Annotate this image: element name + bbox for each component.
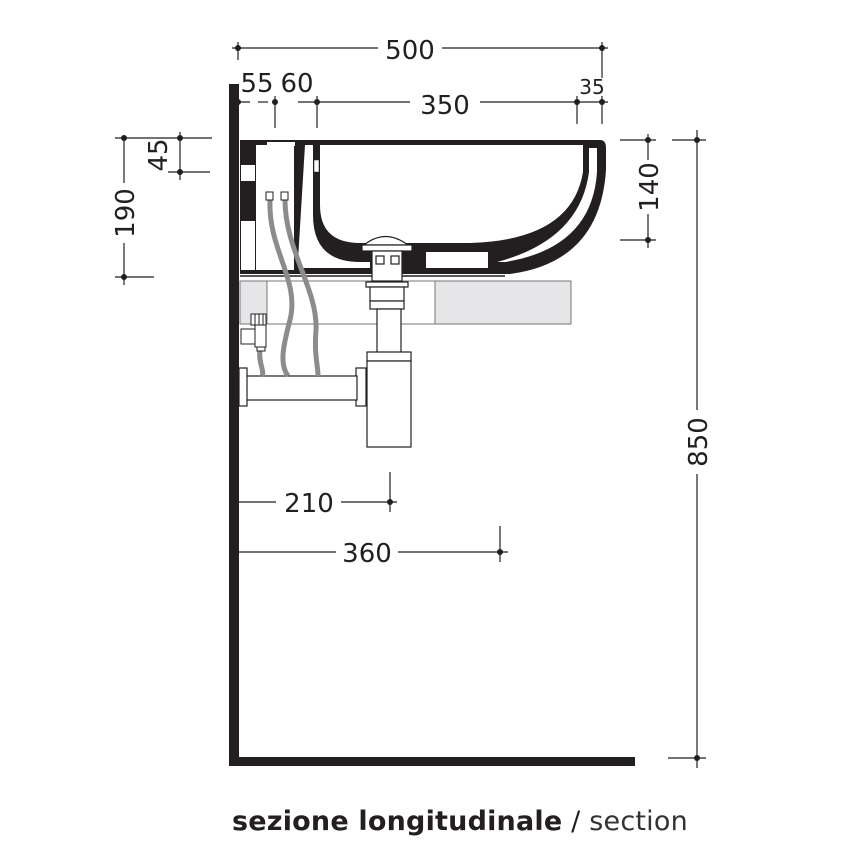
caption-english: section (589, 806, 688, 837)
drawing-caption: sezione longitudinale / section (232, 806, 688, 837)
drain-waste (238, 235, 413, 448)
hose-connectors (265, 191, 289, 201)
dim-rim-right: 35 (579, 75, 604, 99)
dim-basin-height: 190 (111, 188, 141, 238)
dim-total-width: 500 (385, 36, 435, 66)
caption-italian: sezione longitudinale (232, 806, 563, 837)
wall-and-floor (229, 84, 635, 766)
dim-bowl-depth: 140 (635, 162, 665, 212)
dim-bowl-width: 350 (420, 91, 470, 121)
basin (240, 140, 606, 277)
dim-rim-thickness: 45 (144, 138, 174, 171)
dim-drain-offset: 210 (284, 489, 334, 519)
dim-trap-offset: 360 (342, 539, 392, 569)
angle-valve (240, 313, 267, 352)
dim-tap-offset: 60 (280, 69, 313, 99)
dimension-ticks (121, 45, 700, 761)
dim-mount-height: 850 (684, 417, 714, 467)
dim-wall-gap: 55 (240, 69, 273, 99)
caption-separator: / (562, 806, 590, 837)
supply-hoses (257, 199, 321, 378)
countertop (239, 280, 572, 325)
